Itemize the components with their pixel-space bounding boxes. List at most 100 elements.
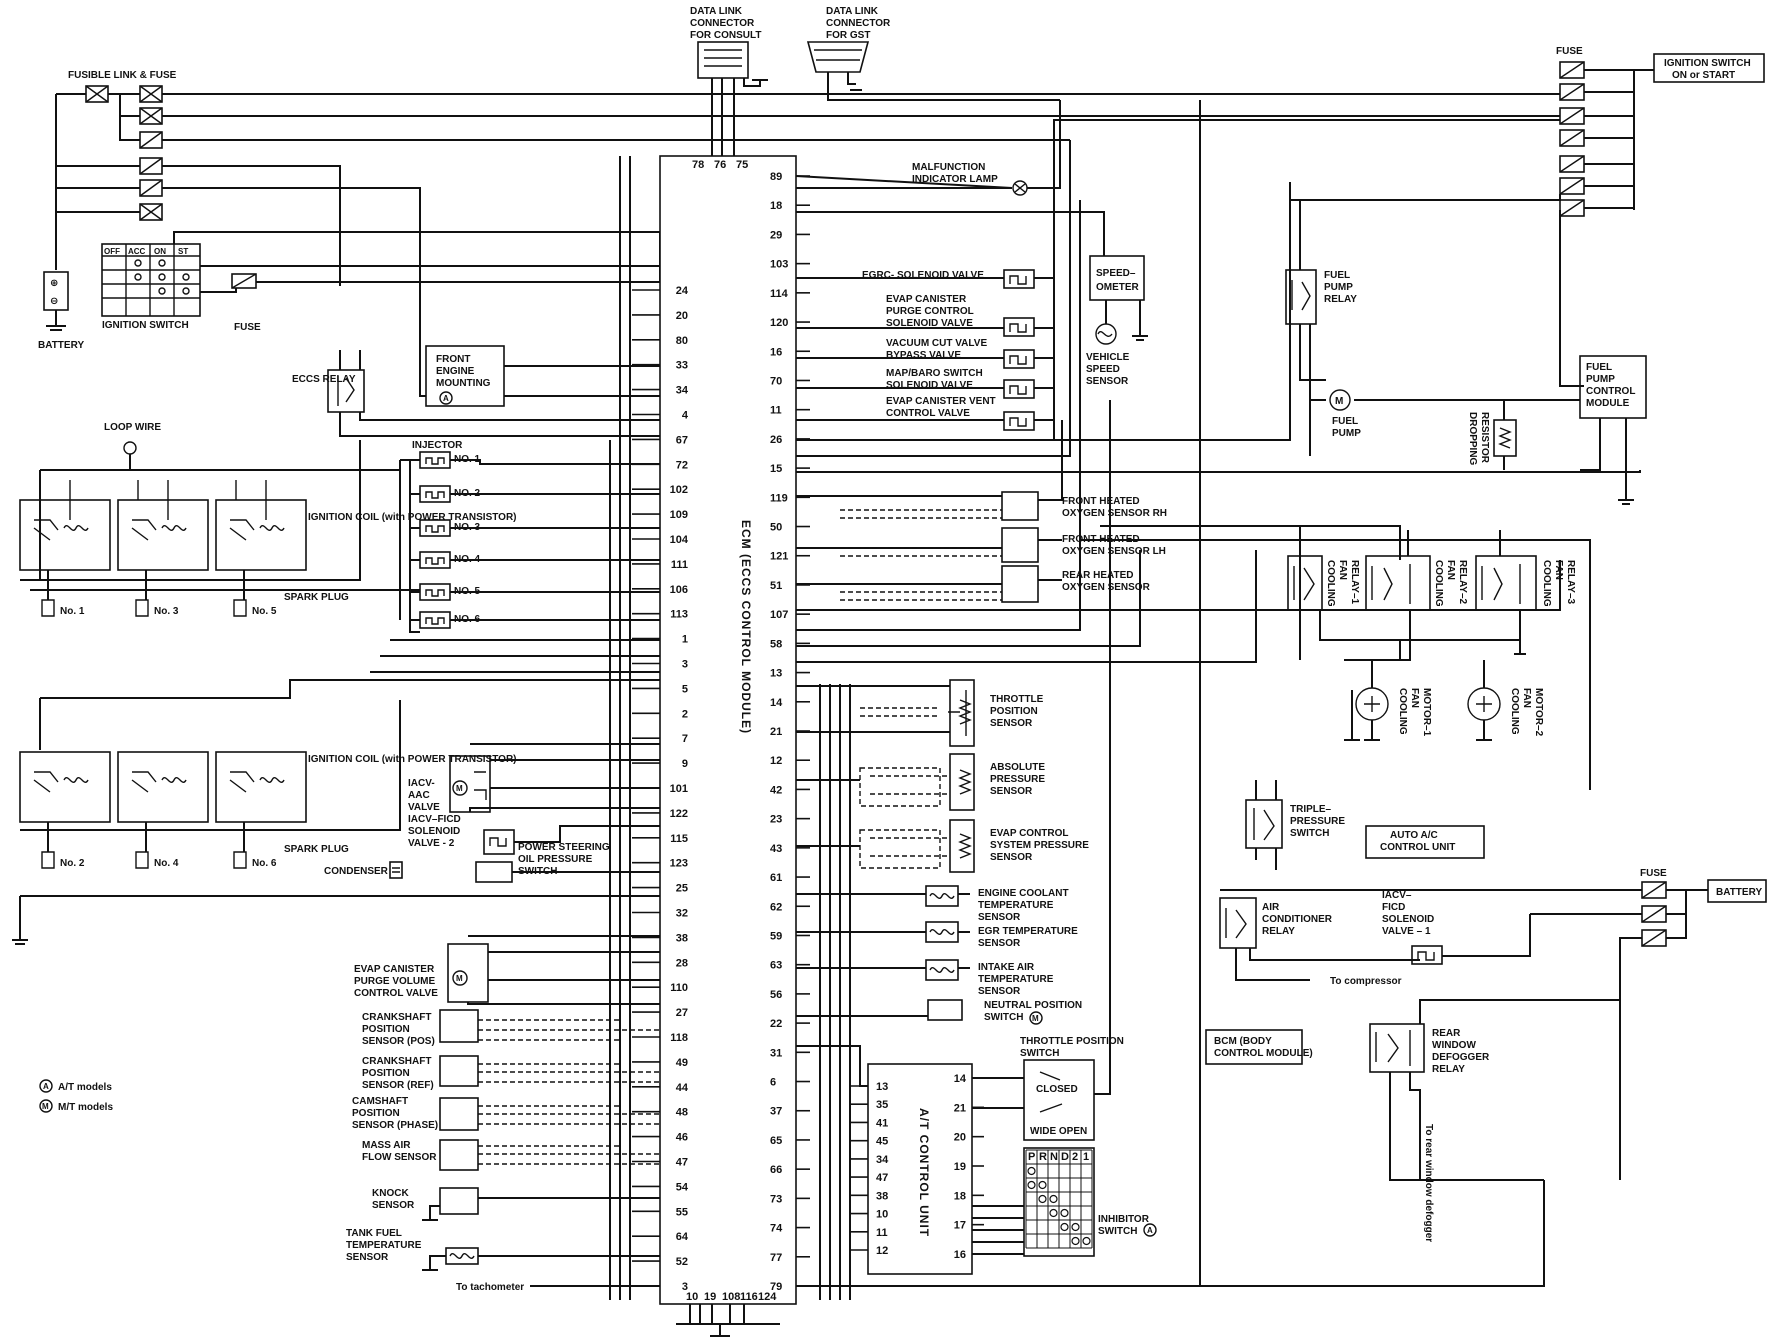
ecm-left-pin-30: 118 xyxy=(670,1032,688,1044)
ecm-right-pin-28: 56 xyxy=(770,989,782,1001)
ecm-right-pin-31: 6 xyxy=(770,1077,776,1089)
ecm-left-pin-2: 80 xyxy=(676,335,688,347)
svg-text:DEFOGGER: DEFOGGER xyxy=(1432,1052,1490,1063)
ecm-right-pin-17: 13 xyxy=(770,668,782,680)
ecm-right-pin-37: 77 xyxy=(770,1252,782,1264)
svg-text:FUEL: FUEL xyxy=(1332,416,1358,427)
throttle-position-switch xyxy=(1023,1059,1095,1141)
svg-text:SPEED: SPEED xyxy=(1086,364,1120,375)
ignition-coil-5 xyxy=(215,499,307,571)
svg-text:AUTO A/C: AUTO A/C xyxy=(1390,830,1438,841)
injectors-section: INJECTOR NO. 1 NO. 2 NO. 3 NO. 4 NO. 5 N… xyxy=(370,440,660,673)
ecm-bottom-pin-3: 116 xyxy=(740,1291,758,1303)
ecm-right-pin-12: 50 xyxy=(770,522,782,534)
svg-text:POWER STEERING: POWER STEERING xyxy=(518,842,610,853)
ecm-bottom-pin-2: 108 xyxy=(722,1291,740,1303)
tcm-right-pin-3: 19 xyxy=(954,1161,966,1173)
ecm-left-pin-26: 38 xyxy=(676,932,688,944)
svg-text:SENSOR: SENSOR xyxy=(978,938,1021,949)
svg-text:ECCS RELAY: ECCS RELAY xyxy=(292,374,356,385)
tcm-right-pin-0: 14 xyxy=(954,1073,967,1085)
ecm-right-pin-23: 43 xyxy=(770,843,782,855)
ecm-bottom-pin-4: 124 xyxy=(758,1291,777,1303)
svg-text:SENSOR (PHASE): SENSOR (PHASE) xyxy=(352,1120,438,1131)
svg-text:CRANKSHAFT: CRANKSHAFT xyxy=(362,1012,431,1023)
ecm-right-pin-20: 12 xyxy=(770,755,782,767)
crankshaft-ref-sensor xyxy=(439,1055,479,1087)
inhibitor-pos-3: D xyxy=(1061,1151,1069,1163)
svg-text:FRONT: FRONT xyxy=(436,354,470,365)
ecm-right-pin-14: 51 xyxy=(770,580,782,592)
ecm-left-pin-8: 102 xyxy=(670,484,688,496)
ecm-right-pin-25: 62 xyxy=(770,901,782,913)
svg-text:CONDITIONER: CONDITIONER xyxy=(1262,914,1333,925)
tcm-left-pin-7: 10 xyxy=(876,1209,888,1221)
svg-text:OXYGEN SENSOR RH: OXYGEN SENSOR RH xyxy=(1062,508,1167,519)
throttle-position-sensor xyxy=(949,679,975,747)
svg-text:TEMPERATURE: TEMPERATURE xyxy=(346,1240,422,1251)
svg-text:SOLENOID VALVE: SOLENOID VALVE xyxy=(886,318,973,329)
svg-text:IGNITION COIL (with POWER TRAN: IGNITION COIL (with POWER TRANSISTOR) xyxy=(308,754,517,765)
evap-purge-control-solenoid xyxy=(1003,317,1035,337)
ecm-right-pin-10: 15 xyxy=(770,463,782,475)
ignition-coil-3 xyxy=(117,499,209,571)
svg-text:No. 2: No. 2 xyxy=(60,858,85,869)
svg-text:TRIPLE–: TRIPLE– xyxy=(1290,804,1332,815)
svg-text:A: A xyxy=(43,1082,49,1091)
ecm-left-pin-15: 3 xyxy=(682,659,688,671)
svg-text:RELAY–3: RELAY–3 xyxy=(1565,560,1576,605)
svg-text:SENSOR: SENSOR xyxy=(372,1200,415,1211)
svg-text:SWITCH: SWITCH xyxy=(984,1012,1023,1023)
svg-text:FUSE: FUSE xyxy=(1556,46,1583,57)
bcm-box xyxy=(1205,1029,1303,1065)
ecm-right-pin-22: 23 xyxy=(770,814,782,826)
tcm-right-pin-1: 21 xyxy=(954,1102,966,1114)
svg-text:EVAP CANISTER: EVAP CANISTER xyxy=(886,294,967,305)
ecm-left-pin-13: 113 xyxy=(670,609,688,621)
svg-text:REAR HEATED: REAR HEATED xyxy=(1062,570,1133,581)
speedometer xyxy=(1089,255,1145,301)
svg-text:POSITION: POSITION xyxy=(352,1108,400,1119)
svg-text:SENSOR: SENSOR xyxy=(990,786,1033,797)
neutral-position-switch xyxy=(927,999,963,1021)
svg-text:CONNECTOR: CONNECTOR xyxy=(690,18,755,29)
ecm-right-pin-6: 16 xyxy=(770,346,782,358)
svg-text:ON or START: ON or START xyxy=(1672,70,1735,81)
knock-sensor xyxy=(439,1187,479,1215)
svg-text:AIR: AIR xyxy=(1262,902,1280,913)
svg-text:FUEL: FUEL xyxy=(1586,362,1612,373)
ecm-right-pin-36: 74 xyxy=(770,1223,783,1235)
ecm-right-pin-34: 66 xyxy=(770,1164,782,1176)
svg-text:RELAY: RELAY xyxy=(1262,926,1295,937)
svg-text:EVAP CONTROL: EVAP CONTROL xyxy=(990,828,1069,839)
svg-text:TEMPERATURE: TEMPERATURE xyxy=(978,974,1054,985)
dlc-gst xyxy=(806,41,870,73)
cooling-fan-relay-1 xyxy=(1287,555,1323,611)
tcm-left-pin-4: 34 xyxy=(876,1154,889,1166)
tank-fuel-temp-sensor xyxy=(449,1253,475,1259)
ecm-box xyxy=(659,155,797,1305)
front-engine-mounting xyxy=(425,345,505,407)
ecm-right-pin-5: 120 xyxy=(770,317,788,329)
svg-text:ABSOLUTE: ABSOLUTE xyxy=(990,762,1045,773)
loop-wire-label: LOOP WIRE xyxy=(104,422,161,433)
svg-text:No. 1: No. 1 xyxy=(60,606,85,617)
ecm-top-pin-2: 75 xyxy=(736,159,748,171)
ignition-switch xyxy=(101,243,201,317)
ecm-top-pin-1: 76 xyxy=(714,159,726,171)
svg-text:CONNECTOR: CONNECTOR xyxy=(826,18,891,29)
auto-ac-control-unit xyxy=(1365,825,1485,859)
svg-text:EVAP CANISTER VENT: EVAP CANISTER VENT xyxy=(886,396,996,407)
ecm-right-pin-16: 58 xyxy=(770,638,782,650)
svg-text:CONTROL MODULE): CONTROL MODULE) xyxy=(1214,1048,1313,1059)
rear-defogger-relay xyxy=(1369,1023,1425,1073)
svg-text:RELAY: RELAY xyxy=(1324,294,1357,305)
ecm-right-pin-0: 89 xyxy=(770,171,782,183)
svg-text:FAN: FAN xyxy=(1553,560,1564,580)
ecm-top-pin-0: 78 xyxy=(692,159,704,171)
power-supply-section: FUSIBLE LINK & FUSE ⊕ ⊖ BATTERY OFF xyxy=(38,70,1560,437)
ignition-coil-4 xyxy=(117,751,209,823)
svg-text:OMETER: OMETER xyxy=(1096,282,1140,293)
